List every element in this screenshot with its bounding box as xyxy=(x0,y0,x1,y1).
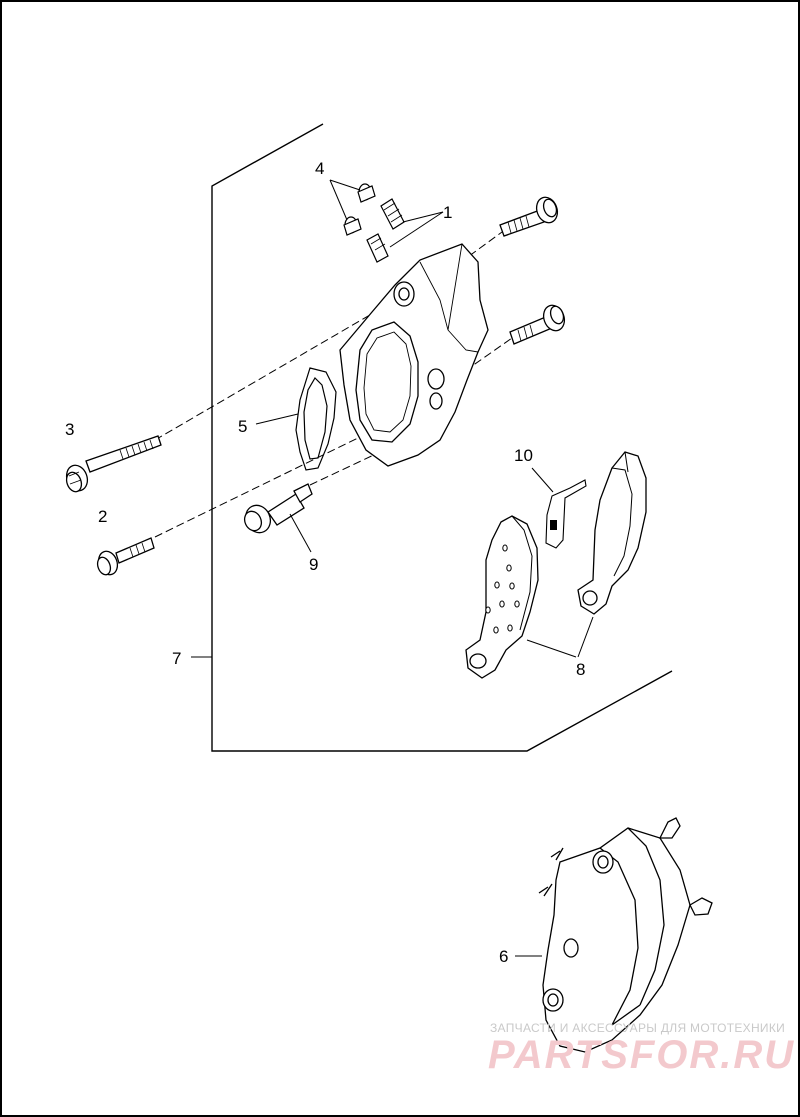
callout-8: 8 xyxy=(576,660,585,679)
assembled-caliper xyxy=(538,817,713,1053)
kit-bracket xyxy=(211,123,673,752)
callout-9: 9 xyxy=(309,555,318,574)
brake-pad-inner xyxy=(465,515,539,679)
callout-leaders-1-4 xyxy=(329,179,444,248)
upper-mounting-bolt xyxy=(499,196,559,237)
callout-7: 7 xyxy=(172,649,181,668)
callout-5: 5 xyxy=(238,417,247,436)
watermark-site-logo: PARTSFOR.RU xyxy=(488,1033,795,1077)
caliper-pin xyxy=(243,483,313,534)
callout-3: 3 xyxy=(65,420,74,439)
leader-9 xyxy=(289,513,312,553)
pad-spring-clip xyxy=(545,479,587,549)
bleeder-valves xyxy=(343,183,405,263)
brake-pad-outer xyxy=(577,451,647,615)
caliper-body xyxy=(339,243,489,467)
callout-2: 2 xyxy=(98,507,107,526)
leader-10 xyxy=(531,467,554,493)
seal-ring xyxy=(295,367,337,471)
callout-1: 1 xyxy=(443,203,452,222)
leader-5 xyxy=(255,413,299,425)
watermark-tagline: ЗАПЧАСТИ И АКСЕССУАРЫ ДЛЯ МОТОТЕХНИКИ xyxy=(490,1021,785,1035)
callout-4: 4 xyxy=(315,159,324,178)
lower-mounting-bolt xyxy=(509,304,566,345)
long-bolt xyxy=(65,435,162,493)
callout-10: 10 xyxy=(514,446,533,465)
callout-6: 6 xyxy=(499,947,508,966)
short-bolt xyxy=(96,537,155,576)
leader-8 xyxy=(526,616,594,658)
